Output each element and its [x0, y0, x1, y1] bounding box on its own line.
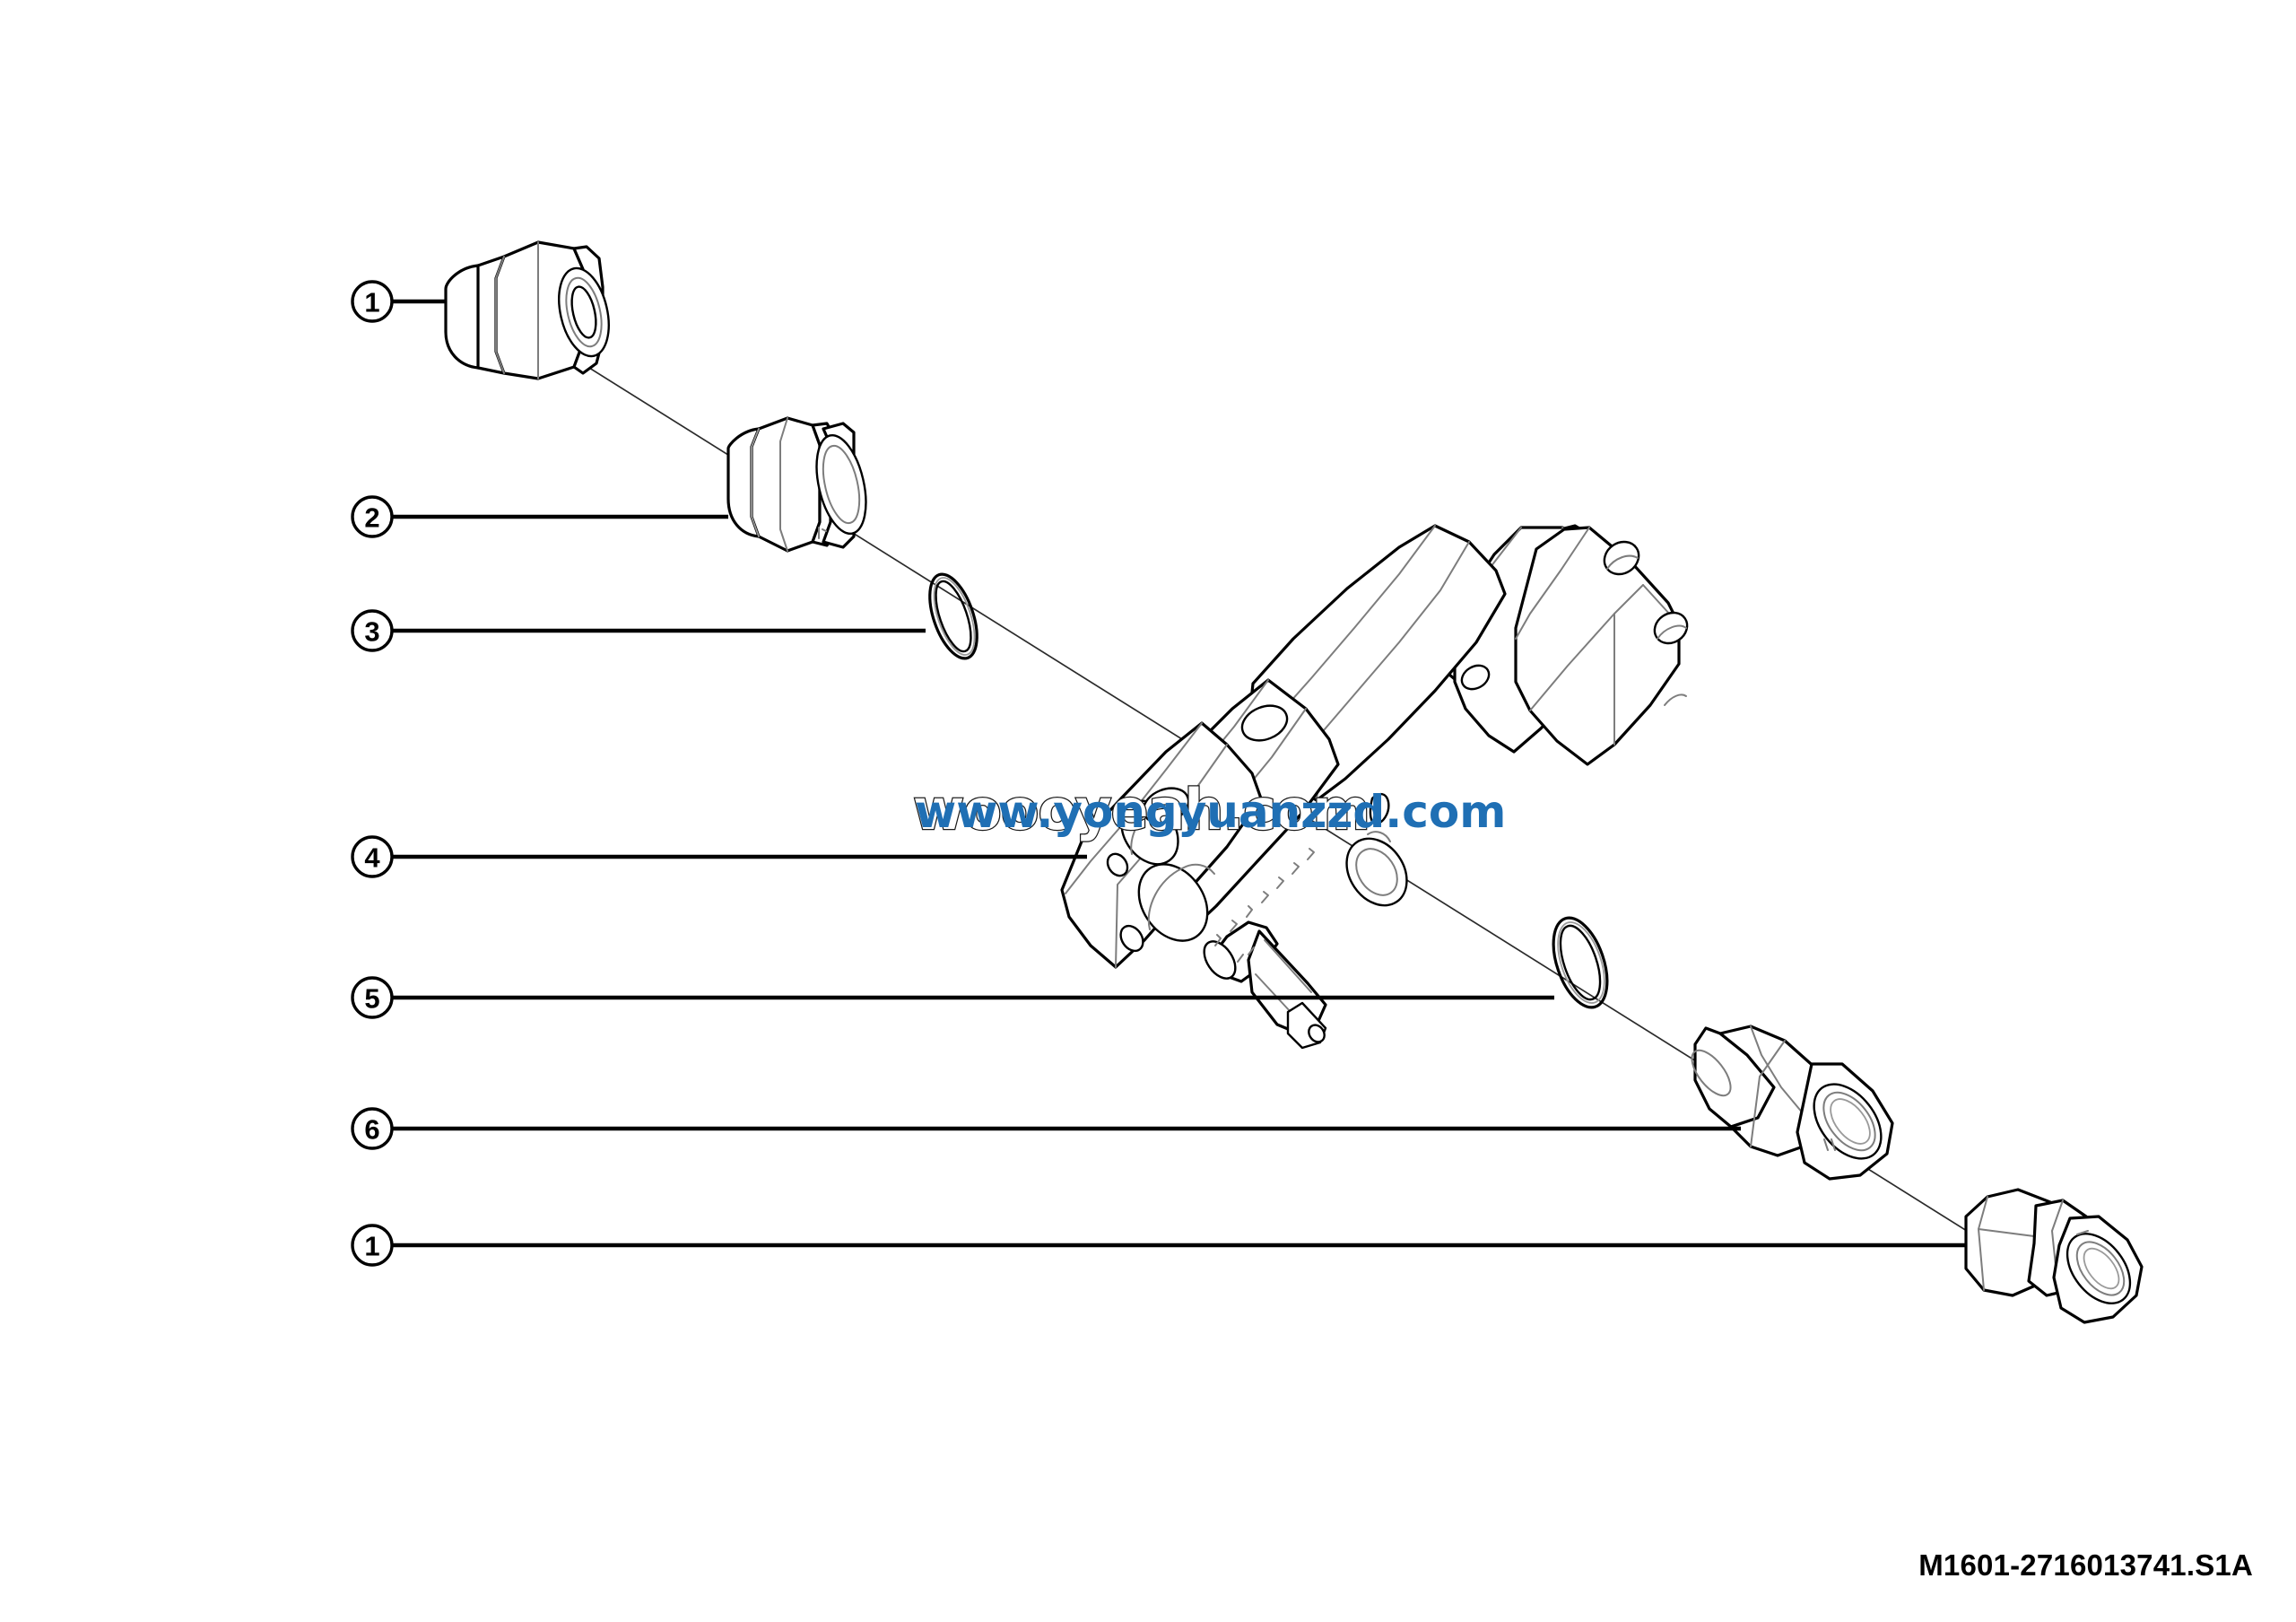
callout-label: 1 — [364, 287, 379, 318]
callout-bubble-6[interactable]: 6 — [351, 1107, 394, 1150]
callout-label: 1 — [364, 1231, 379, 1262]
callout-label: 4 — [364, 842, 380, 874]
callout-label: 2 — [364, 502, 379, 534]
part-hex-adapter-fitting — [726, 416, 867, 553]
drawing-number-label: M1601-2716013741.S1A — [1918, 1548, 2253, 1582]
valve-engraved-marking-2 — [1237, 946, 1255, 963]
callout-bubble-5[interactable]: 5 — [351, 976, 394, 1019]
part-valve-block-body — [1060, 524, 1689, 1050]
callout-bubble-2[interactable]: 2 — [351, 495, 394, 538]
callout-label: 3 — [364, 616, 379, 648]
valve-adjust-screw — [1203, 920, 1327, 1050]
part-o-ring-lower — [1552, 916, 1609, 1009]
part-o-ring-upper — [928, 572, 978, 660]
callout-bubble-3[interactable]: 3 — [351, 609, 394, 652]
callout-bubble-1-bottom[interactable]: 1 — [351, 1224, 394, 1267]
callout-bubble-1-top[interactable]: 1 — [351, 280, 394, 323]
callout-label: 6 — [364, 1114, 379, 1146]
callout-leader-lines — [392, 299, 1967, 1248]
part-hex-union-nut-top — [444, 240, 610, 380]
part-straight-connector-fitting — [1691, 1025, 1894, 1181]
callout-label: 5 — [364, 983, 379, 1015]
valve-engraved-marking — [1214, 848, 1315, 946]
callout-bubble-4[interactable]: 4 — [351, 835, 394, 878]
part-hex-union-nut-bottom — [1964, 1188, 2144, 1324]
